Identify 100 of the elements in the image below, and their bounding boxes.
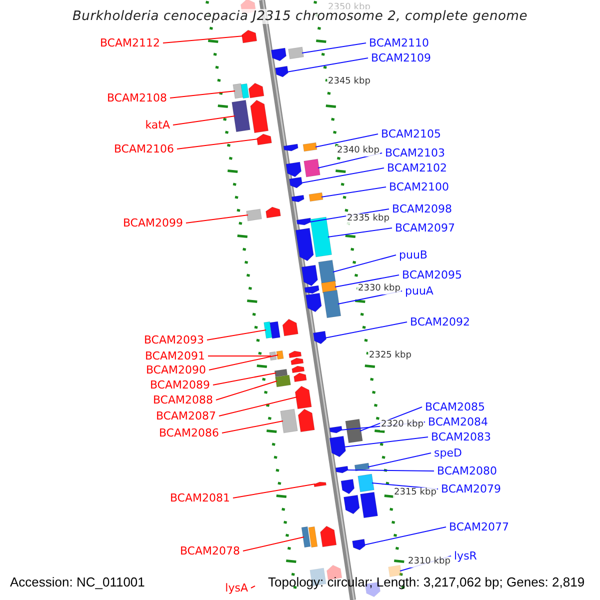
gene-label: BCAM2108 bbox=[106, 92, 167, 104]
gene-label: BCAM2103 bbox=[385, 146, 446, 160]
scale-tick-label: 2335 kbp bbox=[346, 214, 390, 224]
gene-block bbox=[296, 218, 312, 226]
gene-block bbox=[274, 368, 288, 378]
leader-line bbox=[186, 214, 248, 224]
leader-line bbox=[176, 138, 258, 150]
gene-label: BCAM2077 bbox=[449, 520, 510, 534]
gene-label: BCAM2098 bbox=[392, 202, 452, 216]
gene-block bbox=[283, 144, 298, 152]
gene-label: speD bbox=[434, 446, 462, 460]
footer-text: Topology: circular; Length: 3,217,062 bp; Genes: 2,819 bbox=[268, 574, 585, 590]
gene-label: BCAM2093 bbox=[144, 334, 204, 346]
gene-block bbox=[302, 142, 318, 152]
gene-block bbox=[308, 192, 324, 202]
scale-tick-label: 2315 kbp bbox=[393, 488, 438, 498]
scale-tick-label: 2330 kbp bbox=[357, 284, 402, 294]
leader-line bbox=[368, 452, 432, 468]
leader-line bbox=[162, 36, 244, 44]
footer-text: Accession: NC_011001 bbox=[10, 574, 145, 590]
leader-line bbox=[222, 420, 284, 434]
gene-block bbox=[275, 66, 288, 78]
gene-block bbox=[329, 426, 342, 434]
gene-label: BCAM2106 bbox=[114, 142, 174, 156]
gene-block bbox=[264, 321, 272, 339]
leader-line bbox=[170, 90, 236, 98]
scale-tick-label: 2310 kbp bbox=[407, 556, 452, 568]
leader-line bbox=[321, 186, 386, 198]
gene-block bbox=[340, 478, 355, 494]
leader-line bbox=[332, 254, 396, 272]
gene-block bbox=[301, 526, 311, 548]
gene-label: katA bbox=[145, 118, 170, 132]
gene-block bbox=[358, 474, 374, 492]
gene-label: BCAM2109 bbox=[371, 52, 432, 64]
gene-label: BCAM2087 bbox=[156, 410, 216, 422]
gene-label: BCAM2091 bbox=[144, 350, 205, 362]
gene-block bbox=[270, 321, 280, 339]
leader-line bbox=[324, 322, 408, 338]
gene-label: BCAM2100 bbox=[389, 180, 450, 194]
gene-block bbox=[289, 176, 302, 188]
leader-line bbox=[300, 168, 384, 184]
gene-label: BCAM2089 bbox=[150, 378, 210, 392]
gene-label: BCAM2085 bbox=[425, 400, 486, 414]
gene-block bbox=[288, 350, 302, 358]
diagram-title: Burkholderia cenocepacia J2315 chromosome 2, complete genome bbox=[72, 9, 528, 24]
gene-label: puuA bbox=[405, 284, 434, 298]
scale-tick-label: 2325 kbp bbox=[368, 350, 412, 362]
gene-block bbox=[242, 30, 258, 44]
gene-block bbox=[294, 372, 307, 382]
leader-line bbox=[172, 116, 236, 126]
gene-label: BCAM2080 bbox=[437, 464, 498, 478]
gene-block bbox=[291, 194, 304, 202]
gene-block bbox=[335, 466, 348, 474]
leader-line bbox=[360, 406, 422, 432]
leader-line bbox=[346, 470, 434, 472]
gene-block bbox=[295, 228, 314, 262]
gene-label: BCAM2079 bbox=[441, 482, 502, 496]
gene-block bbox=[298, 408, 315, 432]
gene-label: lysR bbox=[454, 550, 477, 562]
gene-block bbox=[282, 318, 298, 336]
leader-line bbox=[334, 274, 400, 288]
gene-block bbox=[344, 494, 360, 514]
gene-block bbox=[290, 358, 304, 366]
gene-block bbox=[310, 216, 332, 258]
leader-line bbox=[218, 396, 298, 416]
leader-line bbox=[232, 484, 316, 498]
gene-block bbox=[304, 158, 320, 178]
gene-block bbox=[314, 482, 326, 488]
gene-label: puuB bbox=[399, 248, 428, 262]
scale-tick-label: 2345 kbp bbox=[327, 76, 372, 88]
gene-label: BCAM2112 bbox=[100, 36, 160, 50]
leader-line bbox=[206, 330, 266, 340]
leader-line bbox=[344, 436, 428, 448]
gene-block bbox=[266, 206, 281, 218]
gene-block bbox=[294, 386, 312, 410]
gene-block bbox=[322, 290, 342, 318]
leader-line bbox=[212, 372, 276, 386]
gene-label: BCAM2078 bbox=[180, 544, 240, 558]
gene-block bbox=[360, 492, 378, 518]
gene-block bbox=[276, 350, 284, 360]
leader-line bbox=[208, 354, 278, 370]
scale-tick-label: 2320 kbp bbox=[380, 420, 424, 430]
leader-line bbox=[315, 134, 378, 148]
gene-label: BCAM2088 bbox=[152, 394, 213, 406]
leader-line bbox=[216, 380, 278, 400]
leader-line bbox=[250, 586, 256, 588]
gene-block bbox=[320, 526, 337, 548]
gene-label: BCAM2099 bbox=[122, 216, 183, 230]
gene-block bbox=[354, 462, 370, 472]
gene-block bbox=[232, 100, 250, 132]
gene-block bbox=[232, 83, 244, 99]
gene-label: BCAM2092 bbox=[410, 316, 470, 328]
gene-block bbox=[280, 408, 298, 434]
gene-label: BCAM2105 bbox=[381, 128, 442, 140]
gene-label: BCAM2090 bbox=[146, 364, 206, 376]
gene-label: BCAM2086 bbox=[158, 426, 219, 440]
gene-label: BCAM2095 bbox=[402, 268, 462, 282]
gene-label: BCAM2110 bbox=[369, 36, 430, 50]
gene-block bbox=[288, 46, 304, 60]
gene-block bbox=[269, 351, 277, 361]
